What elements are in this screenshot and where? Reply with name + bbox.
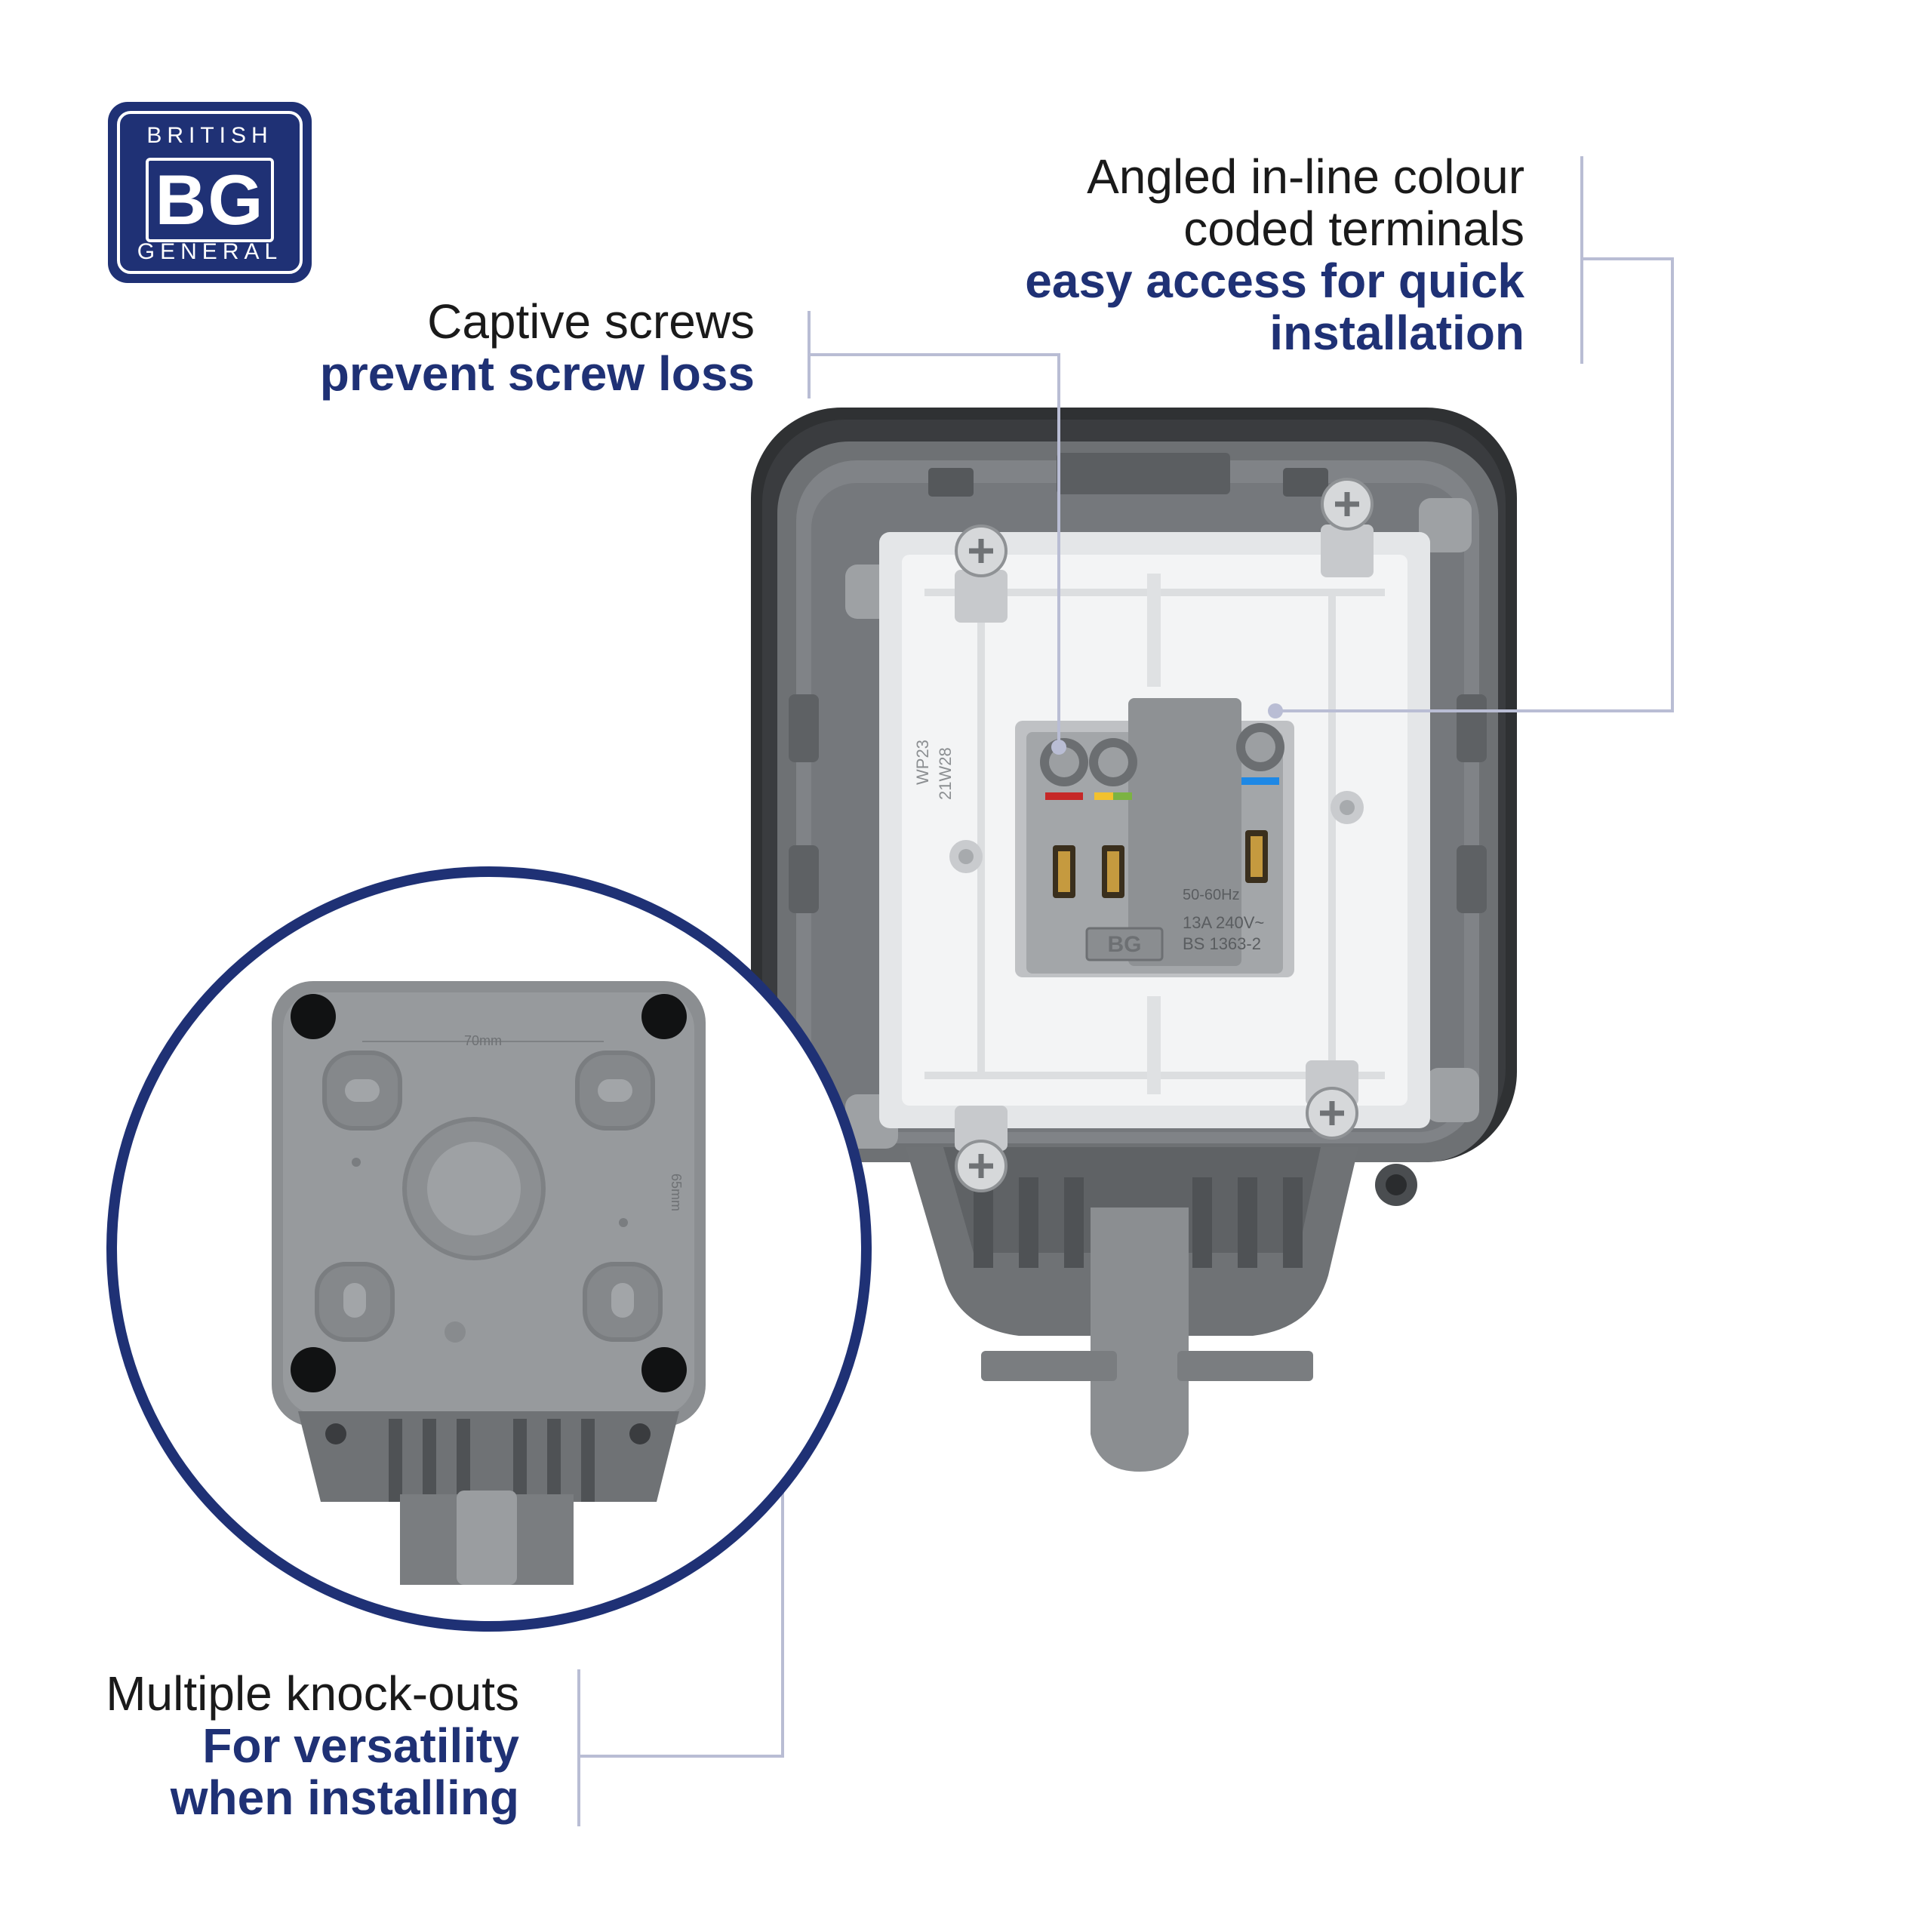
callout-terminals-line4: installation [1269, 306, 1524, 361]
logo-bottom-text: GENERAL [137, 239, 283, 264]
captive-leader-line [809, 353, 1060, 747]
callout-terminals: Angled in-line colour coded terminals ea… [1025, 149, 1524, 361]
callout-knockouts-line2: For versatility [202, 1718, 519, 1774]
terminals-leader-line [1275, 257, 1674, 712]
neutral-terminal-marker [1241, 777, 1279, 785]
terminal-block: BG 50-60Hz 13A 240V~ BS 1363-2 [1015, 698, 1294, 977]
callout-terminals-line1: Angled in-line colour [1087, 149, 1524, 204]
height-dimension: 65mm [669, 1174, 684, 1211]
callout-knockouts-line3: when installing [170, 1770, 519, 1826]
standard-marking: BS 1363-2 [1183, 934, 1261, 953]
callout-captive-line1: Captive screws [427, 294, 755, 349]
terminal-bg-mark: BG [1108, 932, 1142, 957]
callout-captive-line2: prevent screw loss [319, 346, 755, 401]
date-code-1: WP23 [913, 740, 932, 785]
logo-top-text: BRITISH [146, 123, 273, 148]
terminals-leader-dot [1268, 703, 1283, 718]
captive-leader-dot [1051, 740, 1066, 755]
callout-terminals-line3: easy access for quick [1025, 254, 1524, 309]
rating-marking: 13A 240V~ [1183, 913, 1264, 932]
width-dimension: 70mm [464, 1033, 502, 1048]
earth-terminal-marker [1113, 792, 1132, 800]
back-view-inset: 70mm 65mm [106, 866, 872, 1632]
live-terminal-marker [1045, 792, 1083, 800]
logo-mark: BG [146, 158, 274, 242]
frequency-marking: 50-60Hz [1183, 887, 1240, 903]
callout-knockouts-line1: Multiple knock-outs [106, 1666, 519, 1721]
date-code-2: 21W28 [936, 747, 955, 800]
callout-captive-screws: Captive screws prevent screw loss [319, 294, 755, 401]
logo-border: BRITISH BG GENERAL [117, 111, 303, 274]
captive-screws [955, 478, 1374, 1192]
callout-terminals-line2: coded terminals [1183, 202, 1524, 257]
cable-entry-lug [820, 1147, 1417, 1472]
callout-knockouts: Multiple knock-outs For versatility when… [106, 1666, 519, 1826]
bg-logo: BRITISH BG GENERAL [108, 102, 312, 283]
